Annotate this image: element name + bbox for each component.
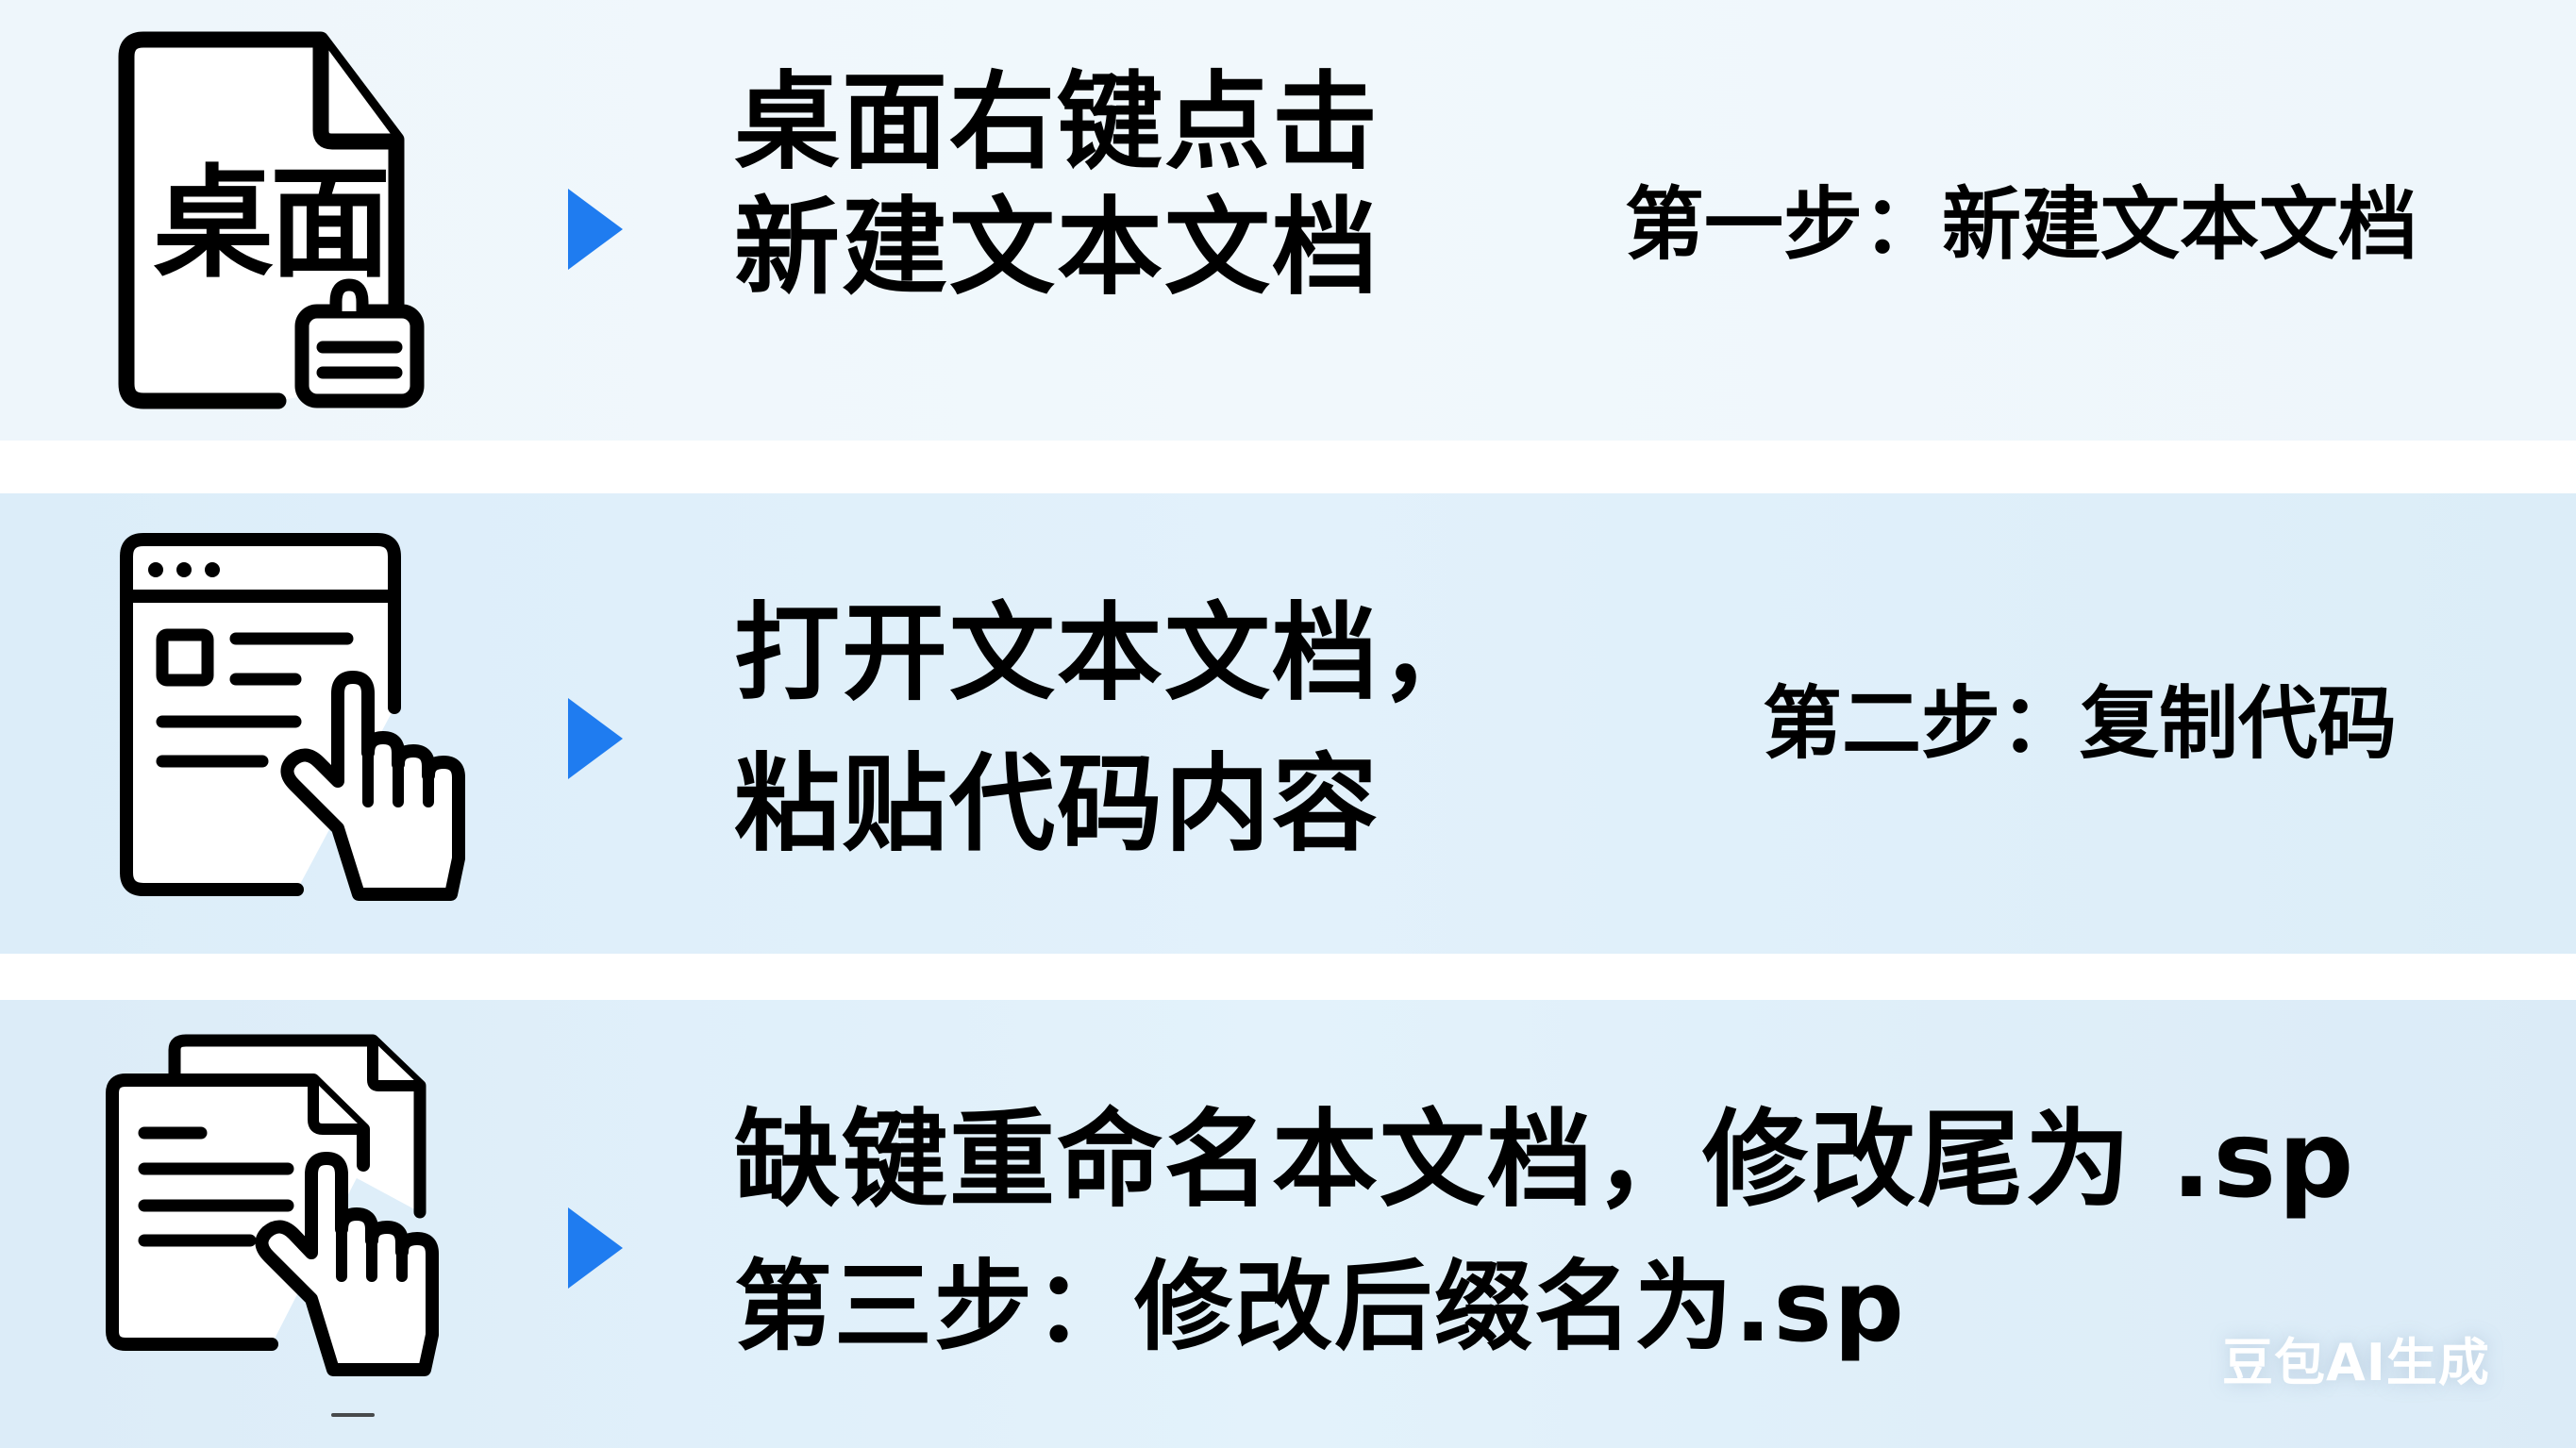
desktop-file-icon bbox=[118, 31, 425, 409]
step-2-instruction-line-2: 粘贴代码内容 bbox=[734, 743, 1380, 866]
step-2-label: 第二步：复制代码 bbox=[1763, 677, 2398, 770]
desktop-label: 桌面 bbox=[153, 154, 391, 294]
step-3-instruction-line-1: 缺键重命名本文档，修改尾为 .sp bbox=[734, 1099, 2356, 1222]
step-1-instruction-line-2: 新建文本文档 bbox=[734, 187, 1380, 309]
documents-hand-icon bbox=[106, 1034, 439, 1417]
browser-window-hand-icon bbox=[120, 533, 465, 901]
arrow-right-icon bbox=[568, 189, 623, 270]
step-2-instruction-line-1: 打开文本文档， bbox=[734, 592, 1487, 715]
arrow-right-icon bbox=[568, 1207, 623, 1289]
step-3-instruction-line-2: 第三步：修改后缀名为.sp bbox=[734, 1249, 1906, 1364]
step-1-label: 第一步：新建文本文档 bbox=[1625, 178, 2418, 271]
step-1-panel bbox=[0, 0, 2576, 441]
step-1-instruction-line-1: 桌面右键点击 bbox=[734, 61, 1380, 184]
ai-watermark: 豆包AI生成 bbox=[2222, 1333, 2490, 1392]
arrow-right-icon bbox=[568, 698, 623, 779]
